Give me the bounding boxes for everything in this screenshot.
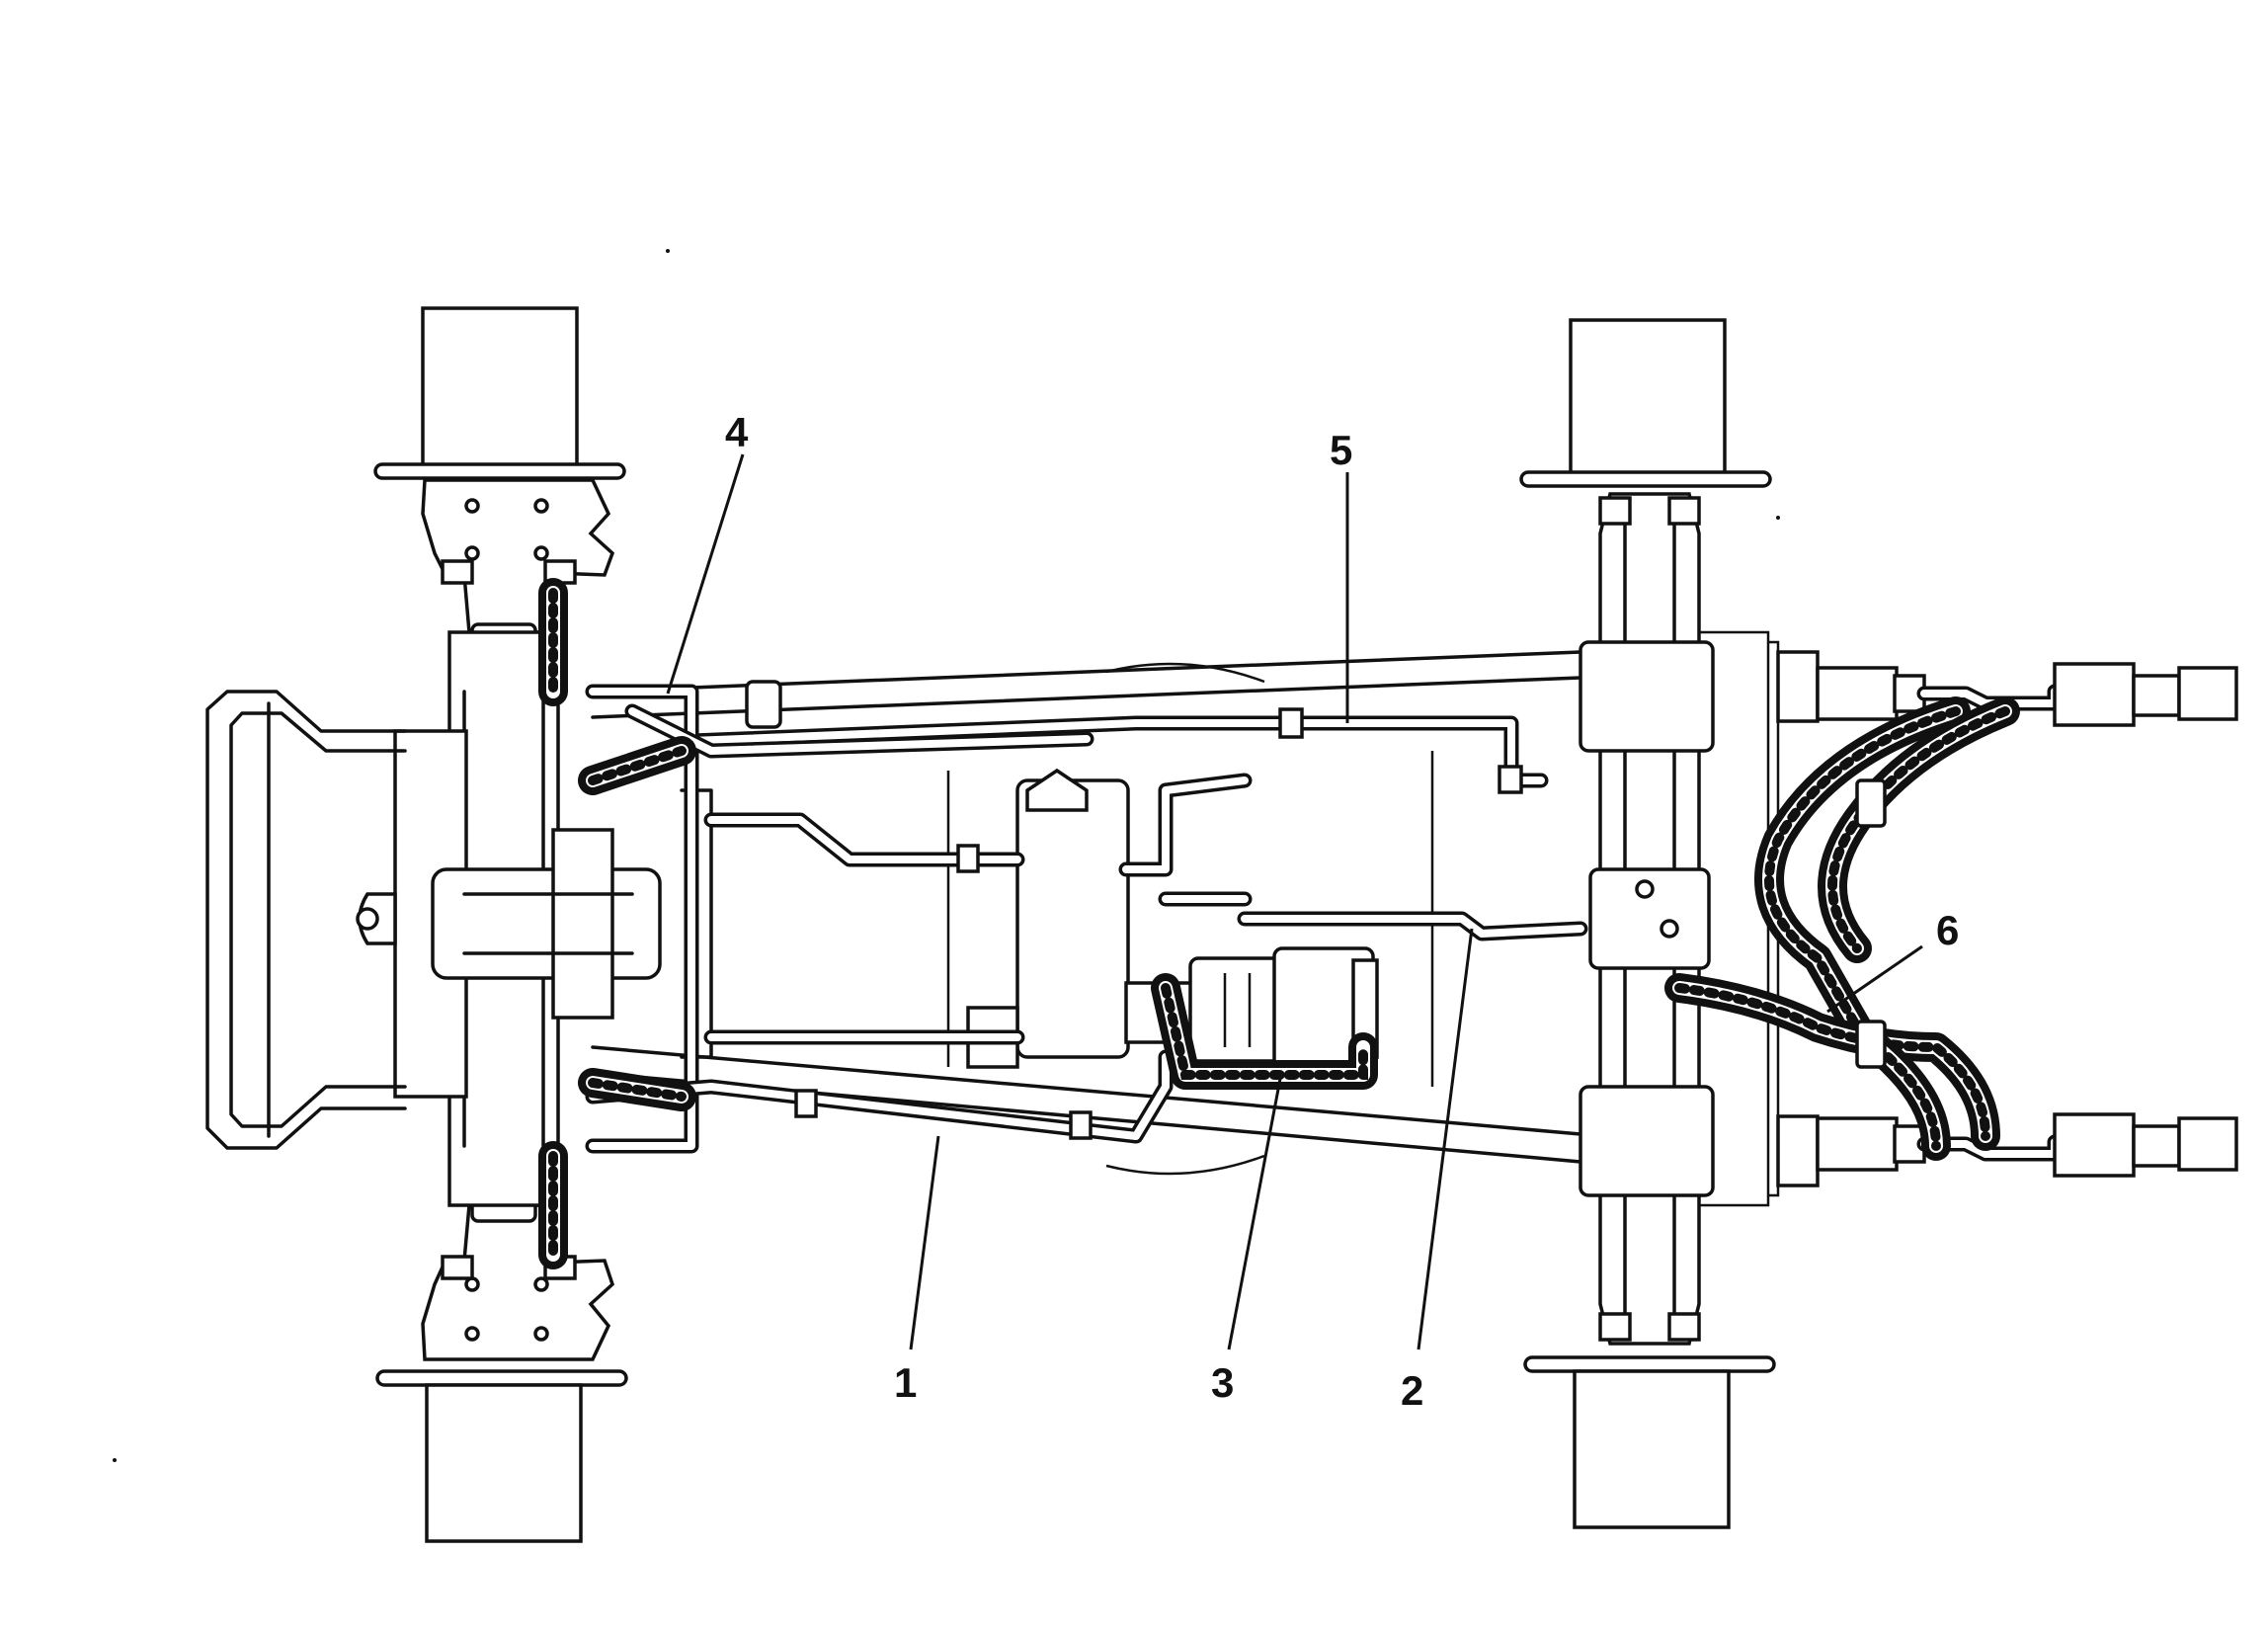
hose-line-3 — [1151, 973, 1378, 1090]
pipe-line-2 — [1237, 911, 1588, 941]
callout-label-3: 3 — [1211, 1359, 1234, 1406]
front-hoses — [538, 578, 696, 1269]
front-differential — [356, 729, 662, 1099]
rear-axle-assembly — [1519, 318, 1780, 1529]
callout-4: 4 — [666, 409, 749, 695]
callout-6: 6 — [1826, 907, 1959, 1014]
front-bottom-wheel — [375, 1369, 628, 1543]
pipe-line-5 — [684, 707, 1549, 794]
front-top-wheel — [373, 306, 626, 480]
callout-3: 3 — [1211, 1078, 1282, 1406]
pipe-line-4 — [585, 680, 1094, 1154]
callout-5: 5 — [1330, 427, 1352, 723]
callout-1: 1 — [894, 1135, 940, 1406]
front-tow-frame — [205, 690, 407, 1150]
callout-label-4: 4 — [725, 409, 749, 455]
front-axle-assembly — [205, 306, 662, 1543]
rear-top-wheel — [1519, 318, 1772, 488]
upper-steering-cylinder — [1776, 650, 2238, 727]
lower-steering-cylinder — [1776, 1112, 2238, 1187]
front-lower-knuckle — [421, 1203, 615, 1361]
callout-label-1: 1 — [894, 1359, 917, 1406]
cross-pipe — [703, 812, 1025, 1045]
callout-2: 2 — [1401, 928, 1474, 1414]
callout-label-5: 5 — [1330, 427, 1352, 473]
callout-label-2: 2 — [1401, 1367, 1423, 1414]
hose-line-6 — [1664, 696, 2020, 1161]
front-upper-knuckle — [421, 478, 615, 634]
callout-label-6: 6 — [1936, 907, 1959, 953]
rear-bottom-wheel — [1523, 1355, 1776, 1529]
